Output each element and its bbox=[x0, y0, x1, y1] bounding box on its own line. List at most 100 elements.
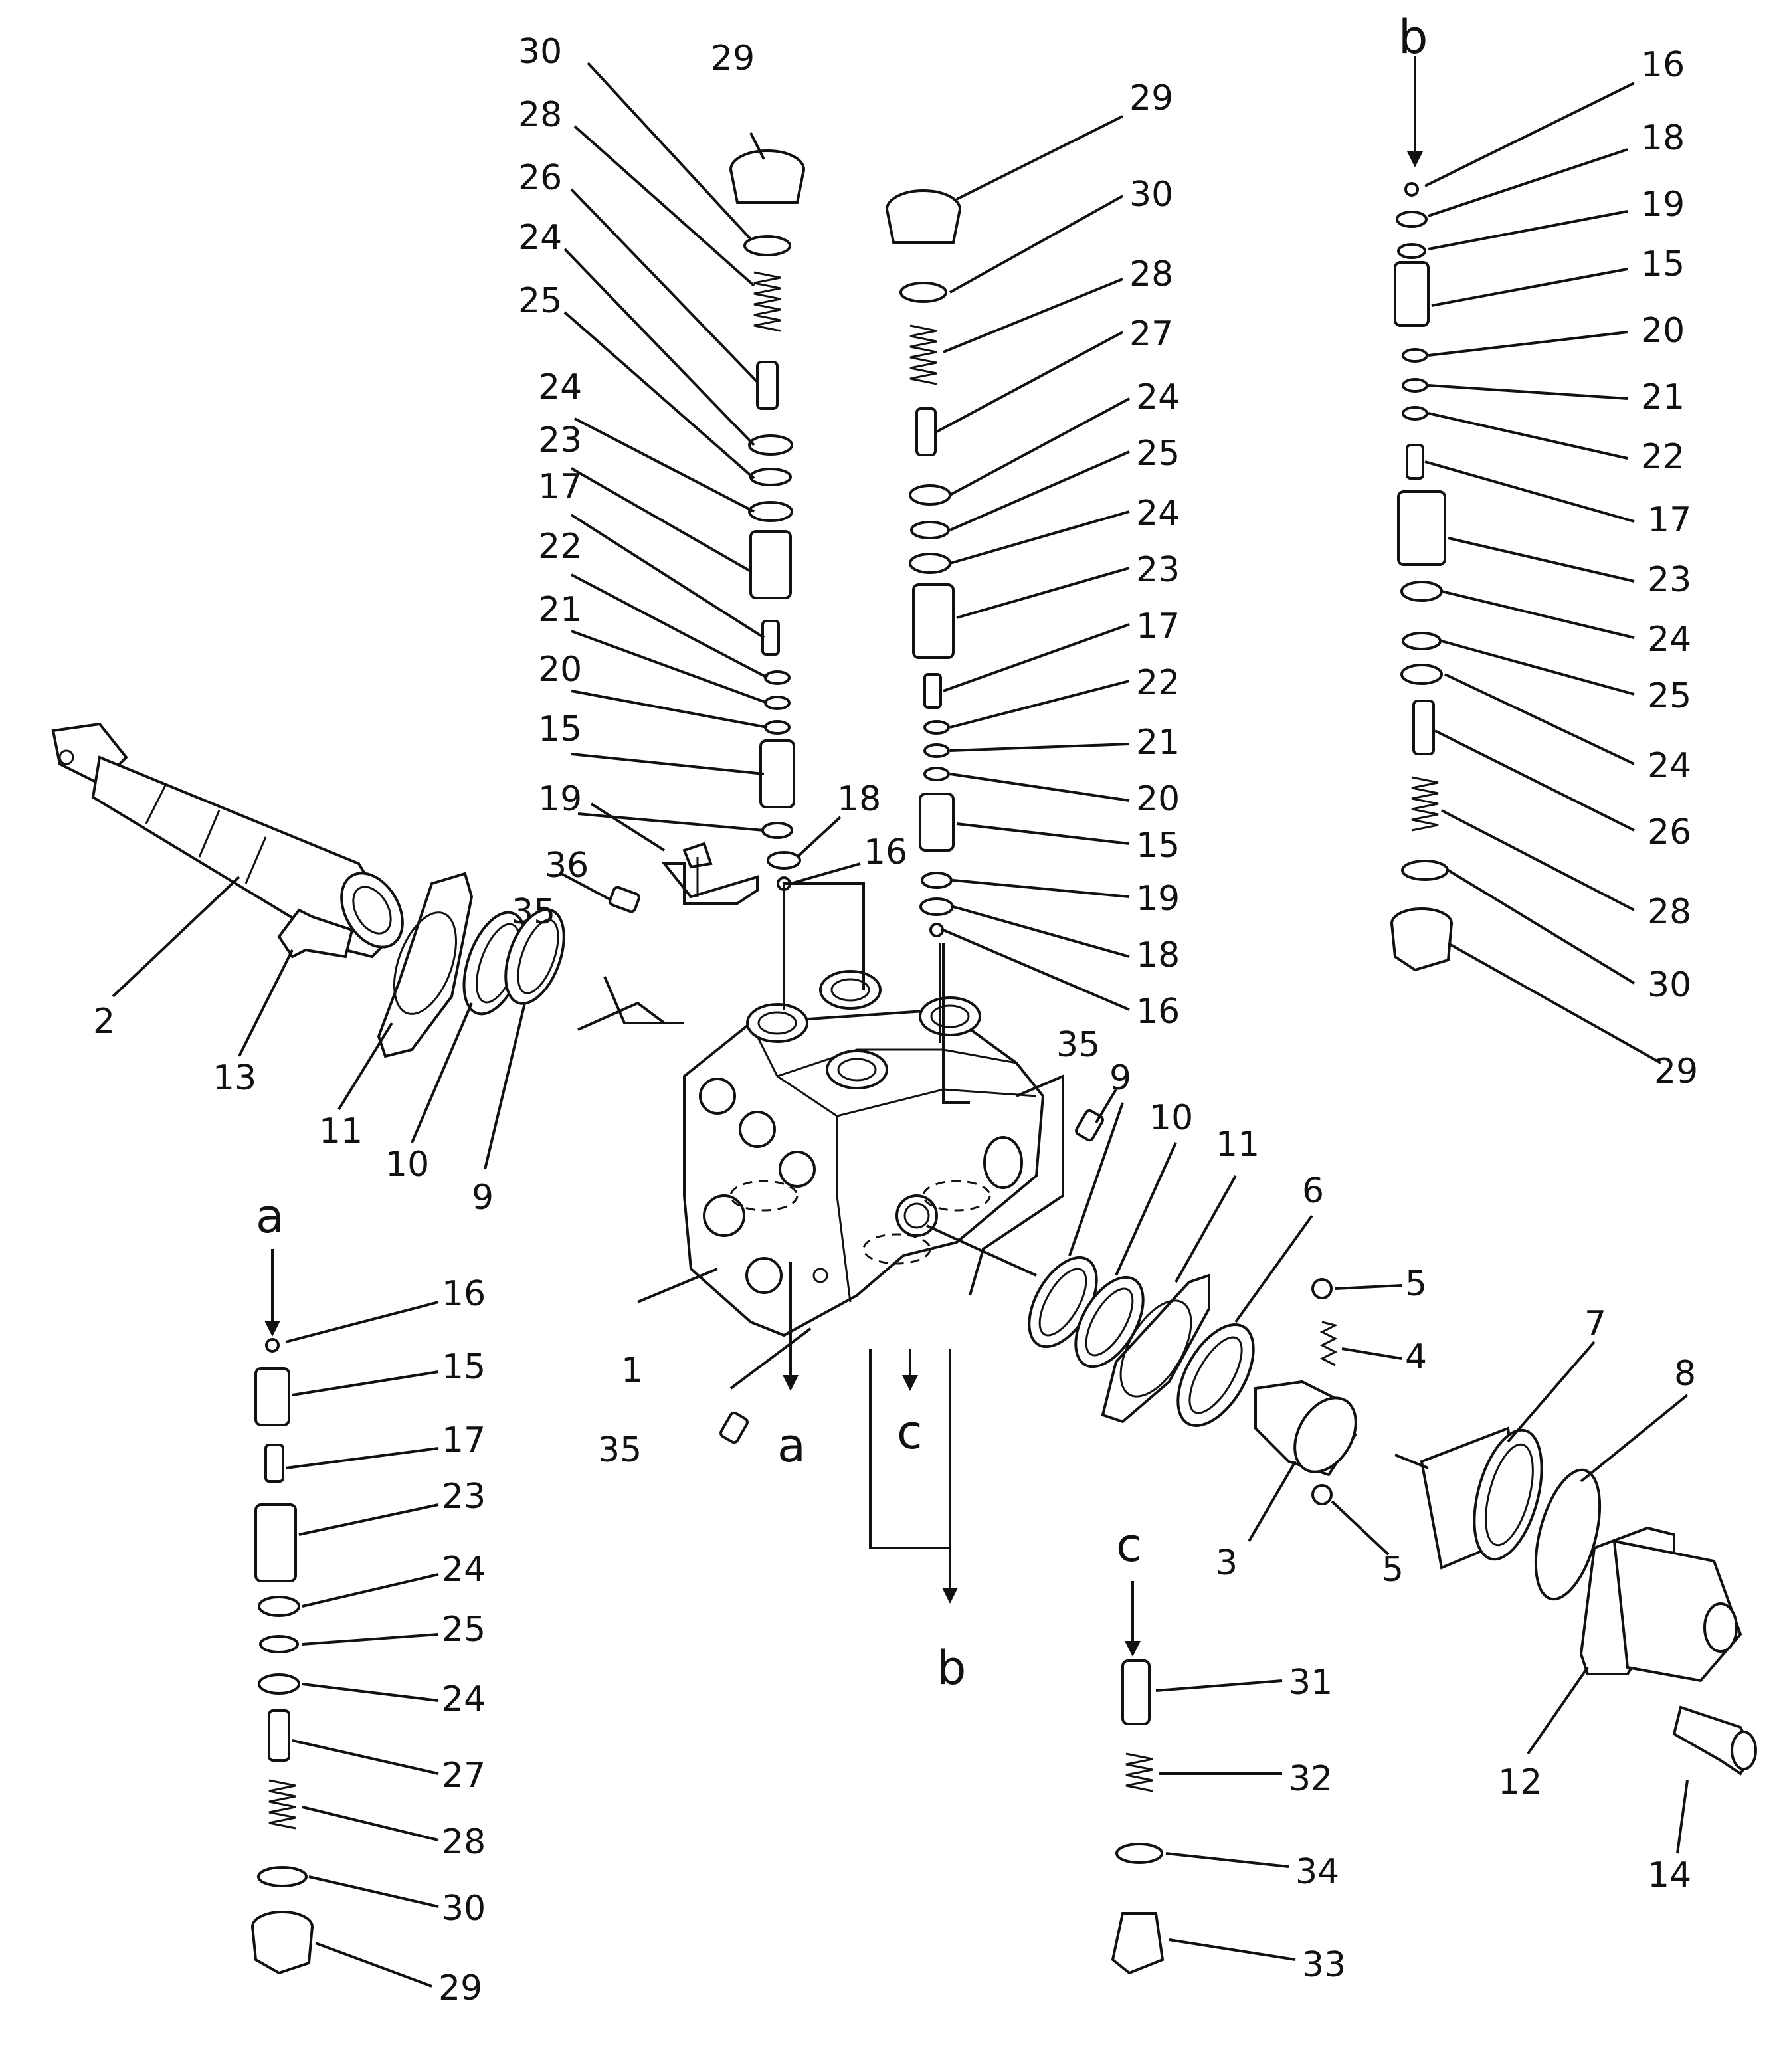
bolt-14 bbox=[1672, 1705, 1757, 1776]
ref-letter-a-body: a bbox=[777, 1418, 806, 1473]
callout-30: 30 bbox=[518, 32, 562, 72]
reference-lines bbox=[577, 882, 1064, 1601]
callout-19: 19 bbox=[538, 779, 582, 819]
callout-21: 21 bbox=[1641, 377, 1685, 417]
callout-28: 28 bbox=[518, 95, 562, 135]
ref-letter-b-top: b bbox=[1398, 10, 1428, 64]
callout-34: 34 bbox=[1295, 1852, 1339, 1892]
callout-28: 28 bbox=[442, 1822, 486, 1862]
callout-35: 35 bbox=[1056, 1025, 1100, 1065]
callout-22: 22 bbox=[1641, 437, 1685, 477]
piston-3 bbox=[1254, 1380, 1357, 1477]
ref-letter-c-stack: c bbox=[1116, 1518, 1142, 1572]
ref-letters: b a a c b c bbox=[256, 10, 1428, 1695]
callout-25: 25 bbox=[1647, 676, 1691, 716]
callout-17: 17 bbox=[1647, 500, 1691, 540]
leader-lines bbox=[112, 56, 1689, 1988]
ring-9-left bbox=[504, 908, 565, 1005]
callout-25: 25 bbox=[1136, 434, 1180, 474]
valve-body bbox=[683, 970, 1045, 1337]
callout-24: 24 bbox=[1136, 377, 1180, 417]
callout-10: 10 bbox=[385, 1145, 429, 1184]
callout-26: 26 bbox=[1647, 812, 1691, 852]
ref-letter-a-left: a bbox=[256, 1189, 284, 1244]
callout-30: 30 bbox=[442, 1889, 486, 1929]
cover-12 bbox=[1579, 1526, 1742, 1683]
callout-14: 14 bbox=[1647, 1855, 1691, 1895]
callout-22: 22 bbox=[1136, 663, 1180, 703]
callout-30: 30 bbox=[1129, 175, 1173, 215]
callout-23: 23 bbox=[442, 1477, 486, 1517]
callout-23: 23 bbox=[538, 421, 582, 460]
stack-b bbox=[1390, 182, 1453, 972]
stack-c bbox=[1111, 1659, 1165, 1975]
callout-36: 36 bbox=[545, 846, 589, 886]
callout-4: 4 bbox=[1405, 1337, 1427, 1377]
callout-18: 18 bbox=[1136, 935, 1180, 975]
callout-26: 26 bbox=[518, 158, 562, 198]
callout-5: 5 bbox=[1382, 1550, 1404, 1590]
callout-9: 9 bbox=[472, 1178, 494, 1218]
stack-a bbox=[251, 1338, 314, 1975]
callout-28: 28 bbox=[1647, 892, 1691, 932]
ref-letter-b-body: b bbox=[937, 1641, 966, 1695]
callout-16: 16 bbox=[1641, 45, 1685, 85]
bracket-36 bbox=[661, 842, 759, 905]
callout-5: 5 bbox=[1405, 1264, 1427, 1304]
bolt-13 bbox=[277, 908, 354, 959]
callout-29: 29 bbox=[438, 1968, 482, 2008]
callout-23: 23 bbox=[1647, 560, 1691, 600]
callout-10: 10 bbox=[1149, 1098, 1193, 1138]
callout-24: 24 bbox=[1647, 620, 1691, 660]
callout-25: 25 bbox=[518, 281, 562, 321]
callout-15: 15 bbox=[538, 709, 582, 749]
callout-8: 8 bbox=[1674, 1354, 1696, 1394]
callout-28: 28 bbox=[1129, 254, 1173, 294]
callout-3: 3 bbox=[1216, 1543, 1238, 1583]
callout-numbers: 29 30 28 26 24 25 24 23 17 22 21 20 15 1… bbox=[93, 32, 1698, 2008]
callout-19: 19 bbox=[1641, 185, 1685, 225]
callout-27: 27 bbox=[1129, 314, 1173, 354]
callout-21: 21 bbox=[538, 590, 582, 630]
callout-11: 11 bbox=[1216, 1125, 1260, 1165]
callout-18: 18 bbox=[1641, 118, 1685, 158]
gasket-11 bbox=[377, 872, 474, 1058]
callout-12: 12 bbox=[1498, 1762, 1542, 1802]
callout-7: 7 bbox=[1584, 1304, 1606, 1344]
callout-24: 24 bbox=[538, 367, 582, 407]
callout-30: 30 bbox=[1647, 965, 1691, 1005]
callout-31: 31 bbox=[1289, 1663, 1333, 1703]
callout-17: 17 bbox=[442, 1420, 486, 1460]
callout-29: 29 bbox=[1654, 1052, 1698, 1091]
callout-24: 24 bbox=[1136, 494, 1180, 533]
callout-1: 1 bbox=[621, 1351, 643, 1390]
callout-24: 24 bbox=[442, 1550, 486, 1590]
callout-16: 16 bbox=[1136, 992, 1180, 1032]
callout-35: 35 bbox=[512, 892, 555, 932]
ball-5 bbox=[1311, 1278, 1333, 1505]
callout-22: 22 bbox=[538, 527, 582, 567]
plug-35 bbox=[609, 886, 1104, 1444]
callout-24: 24 bbox=[442, 1679, 486, 1719]
sleeve-7 bbox=[1420, 1426, 1543, 1570]
callout-15: 15 bbox=[1136, 826, 1180, 866]
callout-35: 35 bbox=[598, 1430, 642, 1470]
callout-18: 18 bbox=[837, 779, 881, 819]
callout-2: 2 bbox=[93, 1002, 115, 1042]
callout-11: 11 bbox=[319, 1111, 363, 1151]
stack-upper-left bbox=[729, 149, 805, 1010]
callout-9: 9 bbox=[1109, 1058, 1131, 1098]
arrowheads bbox=[264, 151, 1423, 1657]
callout-29: 29 bbox=[1129, 78, 1173, 118]
callout-24: 24 bbox=[1647, 746, 1691, 786]
callout-16: 16 bbox=[864, 832, 907, 872]
callout-27: 27 bbox=[442, 1756, 486, 1796]
callout-33: 33 bbox=[1302, 1945, 1346, 1985]
spool bbox=[51, 722, 404, 959]
callout-21: 21 bbox=[1136, 723, 1180, 763]
callout-13: 13 bbox=[213, 1058, 256, 1098]
callout-32: 32 bbox=[1289, 1759, 1333, 1799]
callout-24: 24 bbox=[518, 218, 562, 258]
callout-20: 20 bbox=[1641, 311, 1685, 351]
